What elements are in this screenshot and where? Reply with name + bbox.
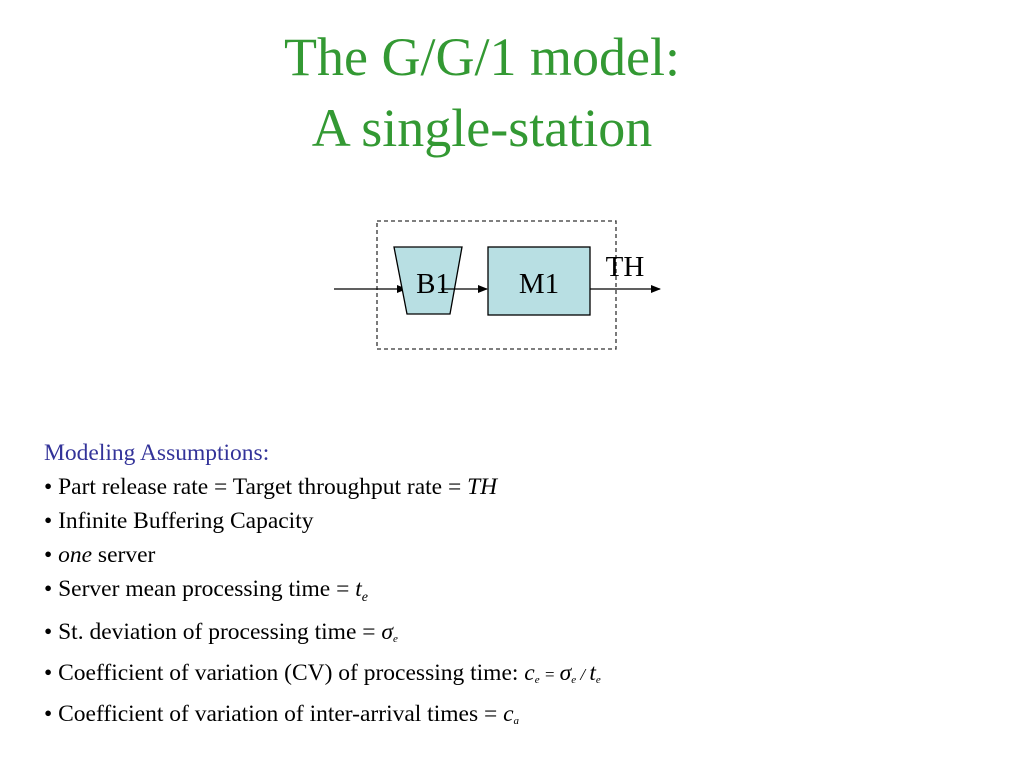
- emphasis-one: one: [58, 542, 93, 568]
- te-subscript: e: [361, 590, 368, 605]
- assumption-cv-processing: • Coefficient of variation (CV) of proce…: [44, 656, 1004, 697]
- buffer-b1: [393, 246, 463, 315]
- machine-label: M1: [518, 268, 560, 300]
- assumption-cv-interarrival: • Coefficient of variation of inter-arri…: [44, 697, 1004, 738]
- assumption-text: Server mean processing time =: [58, 576, 356, 602]
- ce-var: c: [524, 660, 535, 686]
- bullet: •: [44, 508, 53, 534]
- title-line-1: The G/G/1 model:: [284, 27, 680, 87]
- division-sign: /: [576, 665, 590, 684]
- sigma-symbol: σ: [559, 660, 572, 686]
- title-line-2: A single-station: [311, 98, 653, 158]
- ca-subscript: a: [513, 715, 520, 727]
- assumption-text: Coefficient of variation of inter-arriva…: [58, 701, 504, 727]
- bullet: •: [44, 660, 53, 686]
- machine-m1: [487, 246, 591, 316]
- assumption-text: Coefficient of variation (CV) of process…: [58, 660, 525, 686]
- equals-sign: =: [539, 665, 560, 684]
- throughput-label: TH: [605, 251, 645, 283]
- slide-title: The G/G/1 model: A single-station: [0, 22, 964, 164]
- assumption-text: server: [92, 542, 156, 568]
- assumption-one-server: • one server: [44, 538, 1004, 572]
- bullet: •: [44, 619, 53, 645]
- assumption-text: St. deviation of processing time =: [58, 619, 382, 645]
- bullet: •: [44, 576, 53, 602]
- assumption-release-rate: • Part release rate = Target throughput …: [44, 470, 1004, 504]
- bullet: •: [44, 701, 53, 727]
- sigma-symbol: σ: [381, 619, 393, 645]
- te-var: t: [355, 576, 362, 602]
- sigma-subscript: e: [392, 633, 398, 645]
- assumption-buffer-capacity: • Infinite Buffering Capacity: [44, 504, 1004, 538]
- te-var: t: [589, 660, 596, 686]
- sigma-subscript: e: [571, 674, 577, 686]
- ce-subscript: e: [534, 674, 540, 686]
- ca-var: c: [503, 701, 514, 727]
- te-subscript: e: [595, 674, 601, 686]
- buffer-label: B1: [416, 268, 450, 300]
- assumption-std-deviation: • St. deviation of processing time = σe: [44, 615, 1004, 656]
- assumption-text: Infinite Buffering Capacity: [58, 508, 314, 534]
- bullet: •: [44, 474, 53, 500]
- assumption-text: Part release rate = Target throughput ra…: [58, 474, 468, 500]
- throughput-var: TH: [467, 474, 498, 500]
- station-boundary: [376, 220, 617, 350]
- modeling-assumptions: Modeling Assumptions: • Part release rat…: [44, 436, 1004, 738]
- assumption-mean-processing-time: • Server mean processing time = te: [44, 572, 1004, 615]
- assumptions-heading: Modeling Assumptions:: [44, 440, 270, 466]
- bullet: •: [44, 542, 53, 568]
